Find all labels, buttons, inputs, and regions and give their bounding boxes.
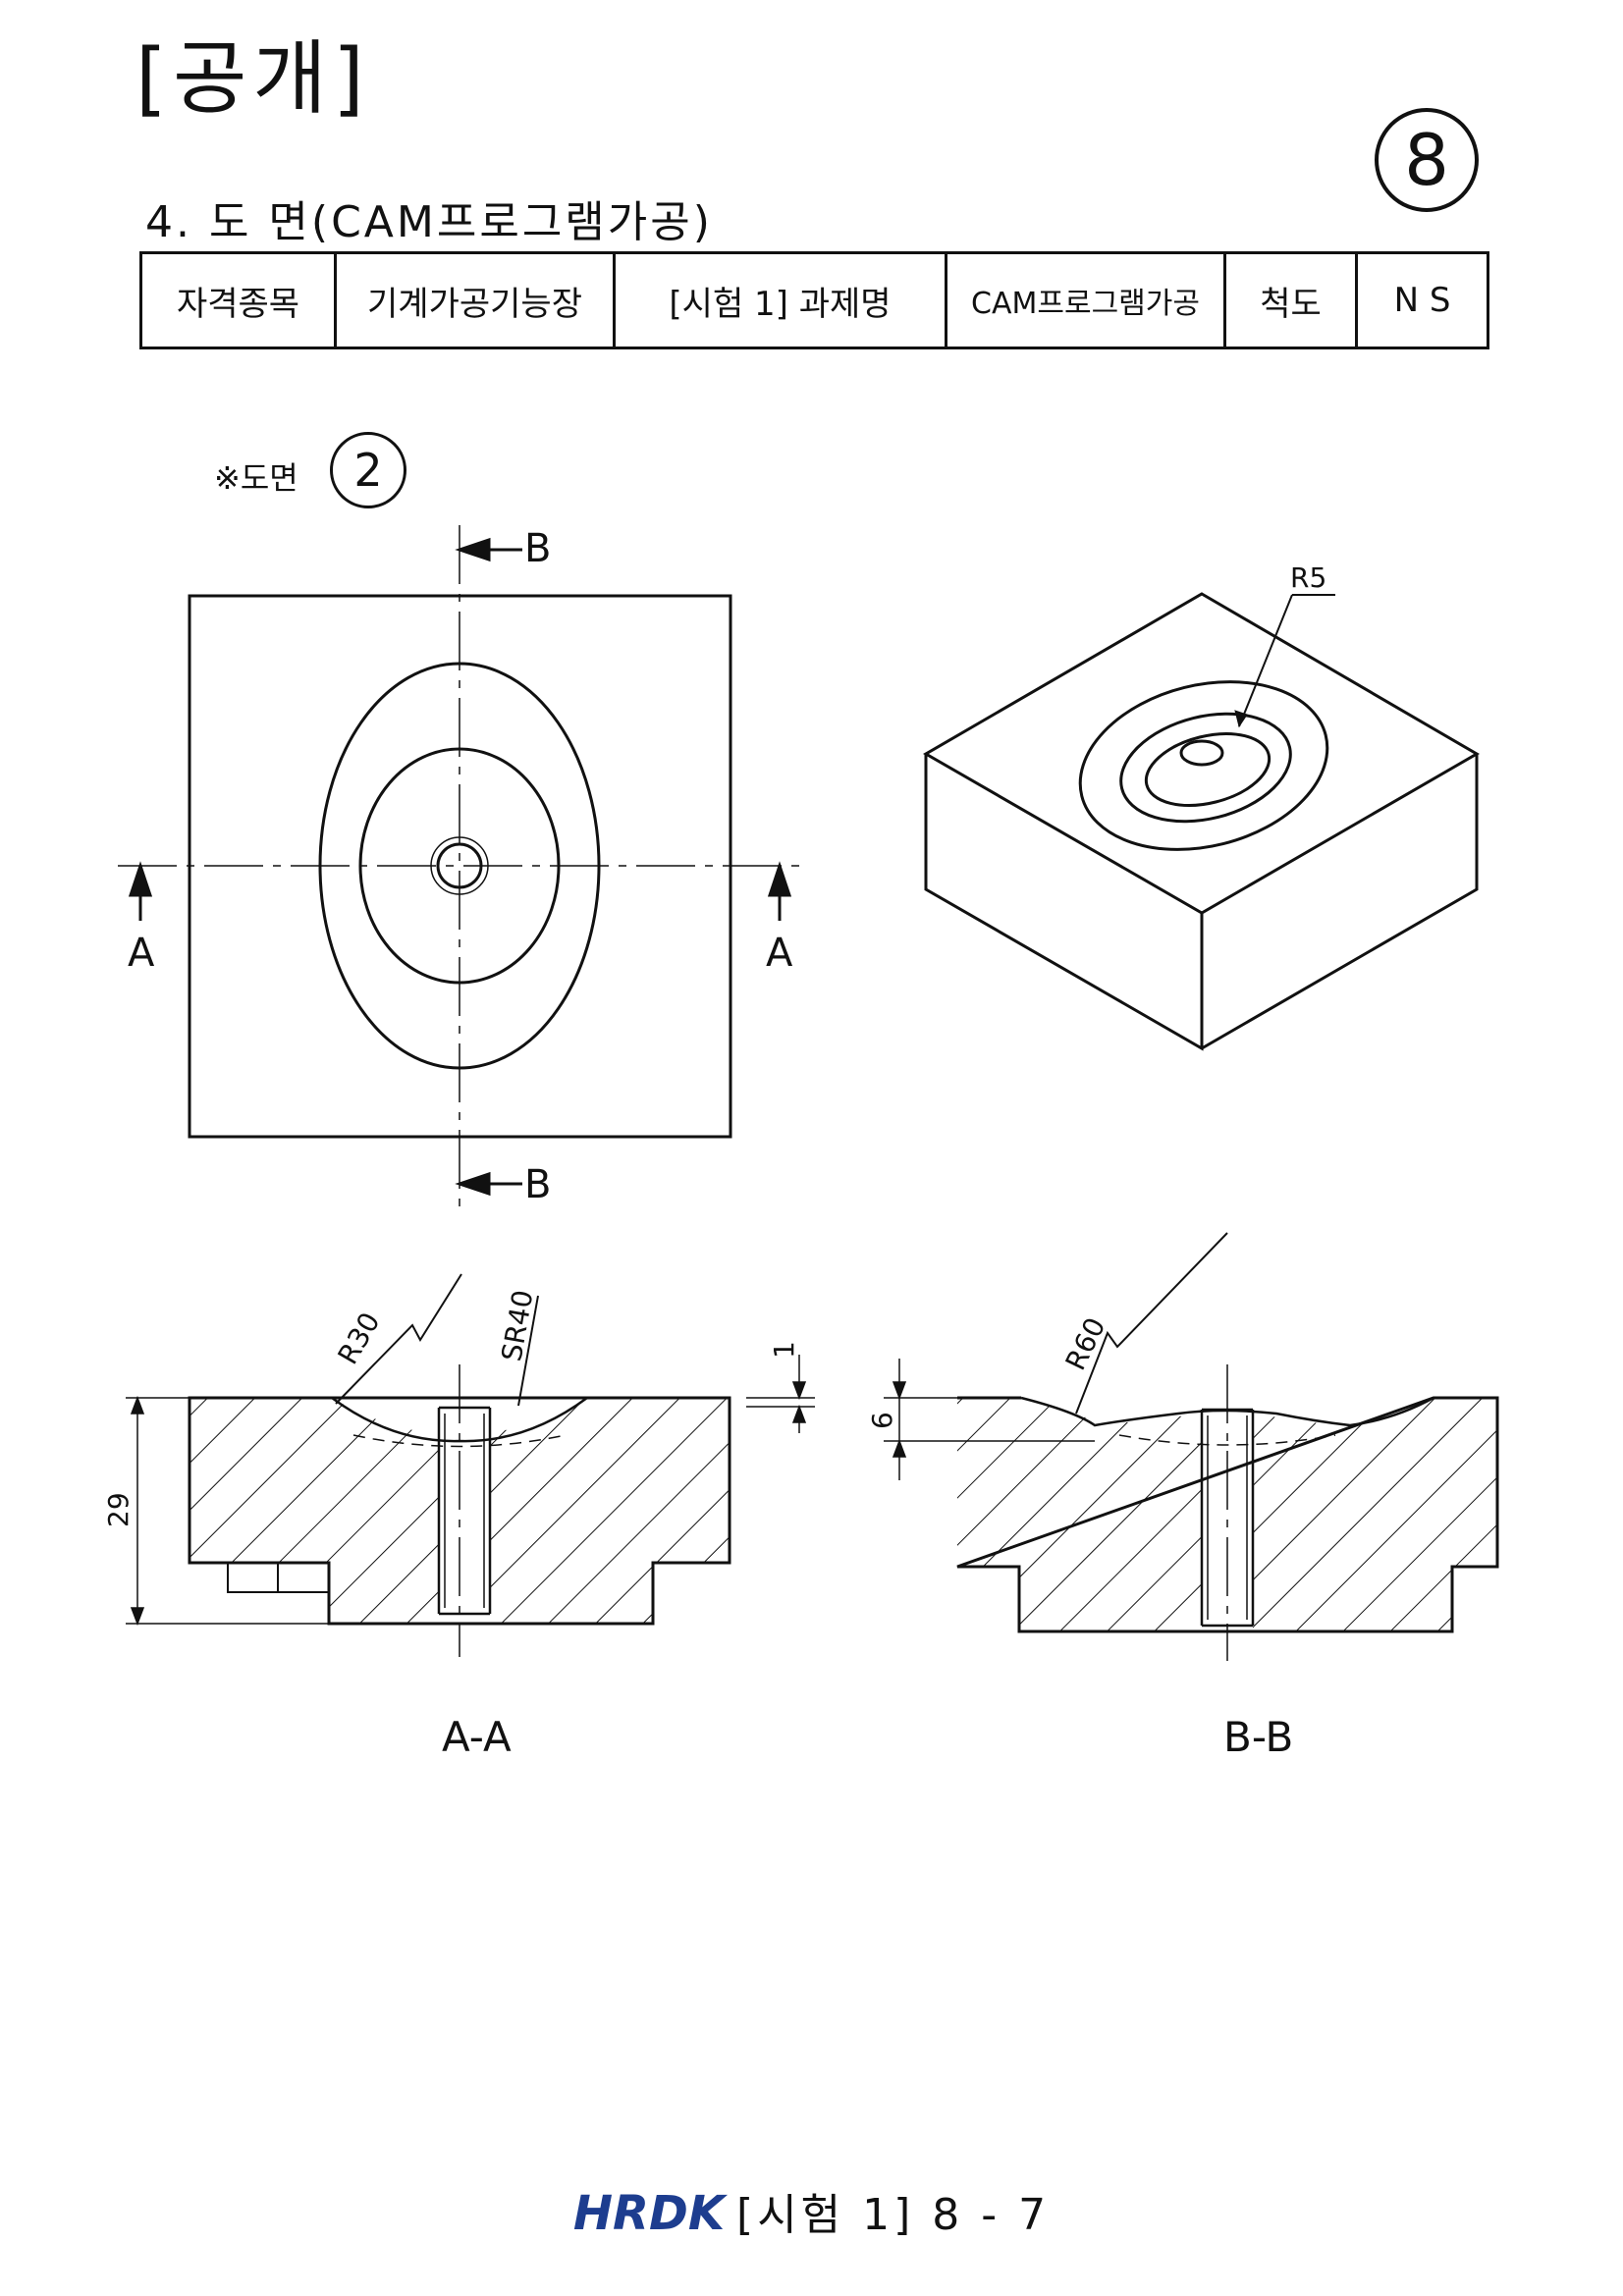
info-cell-task-label: [시험 1] 과제명	[613, 251, 947, 349]
section-label-b-top: B	[524, 526, 551, 571]
info-table: 자격종목 기계가공기능장 [시험 1] 과제명 CAM프로그램가공 척도 N S	[139, 251, 1489, 349]
info-cell-scale-value: N S	[1355, 251, 1489, 349]
top-view	[118, 525, 805, 1209]
iso-right-face	[1201, 754, 1479, 1050]
footer-page-text: [시험 1] 8 - 7	[736, 2190, 1051, 2240]
section-caption-bb: B-B	[1223, 1713, 1293, 1761]
dim-depth-1	[746, 1355, 815, 1433]
iso-left-face	[924, 754, 1204, 1051]
section-aa	[126, 1273, 815, 1657]
section-label-a-left: A	[128, 931, 155, 976]
radius-label-sr40: SR40	[495, 1288, 539, 1363]
section-aa-hole	[437, 1406, 492, 1616]
dim-depth-6	[884, 1359, 1095, 1480]
sr40-leader	[517, 1295, 539, 1407]
iso-radius-label-r5: R5	[1290, 561, 1326, 594]
page-number-badge: 8	[1375, 108, 1479, 212]
iso-r5-leader	[1238, 594, 1293, 727]
section-heading: 4. 도 면(CAM프로그램가공)	[145, 197, 713, 247]
section-label-a-right: A	[766, 931, 793, 976]
dim-label-1: 1	[768, 1341, 800, 1359]
section-marker-a-right	[767, 861, 792, 921]
dim-label-29: 29	[102, 1492, 135, 1527]
isometric-view	[923, 592, 1480, 1051]
sheet-note: ※도면	[214, 459, 298, 497]
info-cell-task-value: CAM프로그램가공	[945, 251, 1226, 349]
hrdk-logo: HRDK	[572, 2186, 726, 2241]
section-marker-b-bottom	[455, 1171, 522, 1197]
iso-top-face	[923, 592, 1480, 915]
iso-inner-pocket	[1144, 732, 1271, 807]
section-label-b-bottom: B	[524, 1162, 551, 1207]
info-cell-qualification-label: 자격종목	[139, 251, 337, 349]
section-bb-hole	[1200, 1408, 1255, 1628]
dim-label-6: 6	[866, 1412, 898, 1429]
iso-center-hole	[1179, 739, 1224, 767]
r30-leader	[335, 1273, 462, 1405]
iso-outer-pocket	[1078, 680, 1329, 851]
sheet-number: 2	[330, 432, 406, 508]
section-bb-outline	[956, 1396, 1499, 1633]
r60-leader	[1075, 1232, 1228, 1415]
iso-middle-pocket	[1119, 712, 1292, 824]
section-bb	[884, 1232, 1499, 1661]
page-title: [공개]	[135, 32, 370, 126]
dim-height-29	[126, 1395, 329, 1627]
center-lines	[118, 525, 805, 1209]
section-marker-b-top	[455, 537, 522, 562]
footer: HRDK[시험 1] 8 - 7	[0, 2179, 1623, 2242]
info-cell-scale-label: 척도	[1223, 251, 1358, 349]
info-cell-qualification-value: 기계가공기능장	[334, 251, 616, 349]
section-marker-a-left	[128, 861, 153, 921]
section-caption-aa: A-A	[442, 1713, 512, 1761]
